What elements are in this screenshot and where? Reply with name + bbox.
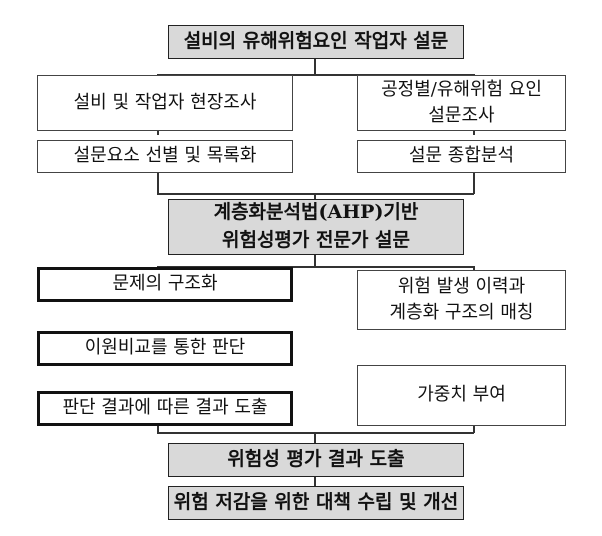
step-structuring-label: 문제의 구조화 [112, 273, 218, 295]
step-process-survey-line1: 공정별/유해위험 요인 [381, 78, 542, 100]
step-process-survey-line2: 설문조사 [428, 105, 495, 126]
step-item-selection-label: 설문요소 선별 및 목록화 [73, 145, 257, 167]
connector-bottom-left-rise [157, 425, 159, 433]
step-weighting-label: 가중치 부여 [417, 384, 506, 406]
step-item-selection: 설문요소 선별 및 목록화 [37, 140, 293, 173]
step-survey-analysis-label: 설문 종합분석 [408, 145, 515, 167]
step-ahp-survey-line1: 계층화분석법(AHP)기반 [213, 201, 419, 224]
step-survey-analysis: 설문 종합분석 [357, 140, 566, 173]
step-risk-result: 위험성 평가 결과 도출 [168, 443, 464, 477]
connector-lower-branch [157, 266, 474, 268]
connector-mid-right-rise [473, 172, 475, 194]
connector-lower-right-drop [473, 266, 475, 270]
connector-mid-left-rise [157, 172, 159, 194]
step-countermeasures-label: 위험 저감을 위한 대책 수립 및 개선 [173, 491, 459, 514]
step-weighting: 가중치 부여 [357, 365, 566, 426]
step-structuring: 문제의 구조화 [37, 267, 293, 302]
step-site-survey-label: 설비 및 작업자 현장조사 [73, 91, 257, 113]
step-worker-survey: 설비의 유해위험요인 작업자 설문 [168, 25, 464, 59]
step-derive-results-label: 판단 결과에 따른 결과 도출 [62, 397, 268, 419]
connector-top-stem [314, 58, 316, 75]
connector-bottom-right-rise [473, 425, 475, 433]
step-countermeasures: 위험 저감을 위한 대책 수립 및 개선 [168, 486, 464, 520]
step-worker-survey-label: 설비의 유해위험요인 작업자 설문 [183, 30, 449, 53]
step-risk-result-label: 위험성 평가 결과 도출 [227, 448, 405, 471]
step-history-matching-line2: 계층화 구조의 매칭 [389, 302, 534, 323]
connector-ahp-stem [314, 193, 316, 199]
connector-final-stem [314, 476, 316, 486]
step-derive-results: 판단 결과에 따른 결과 도출 [37, 391, 293, 426]
step-pairwise-comparison-label: 이원비교를 통한 판단 [84, 337, 246, 359]
step-ahp-survey: 계층화분석법(AHP)기반 위험성평가 전문가 설문 [168, 199, 464, 255]
connector-result-stem [314, 432, 316, 444]
step-pairwise-comparison: 이원비교를 통한 판단 [37, 331, 293, 366]
step-site-survey: 설비 및 작업자 현장조사 [37, 75, 293, 131]
step-ahp-survey-line2: 위험성평가 전문가 설문 [221, 229, 411, 251]
connector-ahp-down [314, 254, 316, 267]
step-process-survey: 공정별/유해위험 요인 설문조사 [357, 75, 566, 131]
step-history-matching-line1: 위험 발생 이력과 [397, 275, 526, 297]
step-history-matching: 위험 발생 이력과 계층화 구조의 매칭 [357, 270, 566, 330]
connector-top-branch [157, 74, 474, 76]
